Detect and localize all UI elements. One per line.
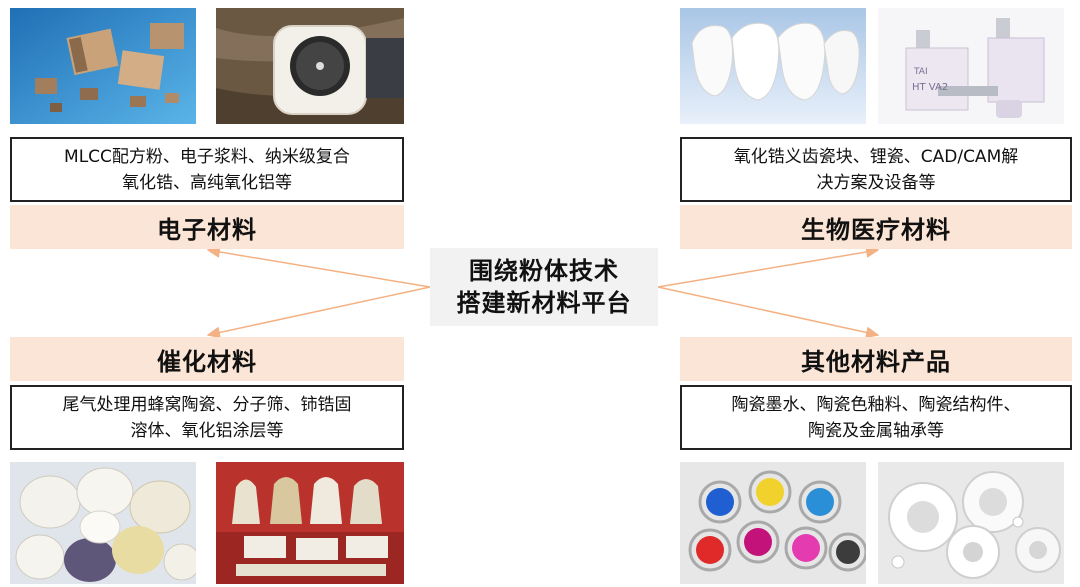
- electronic-desc-line2: 氧化锆、高纯氧化铝等: [121, 172, 292, 193]
- arrow-to-other: [657, 286, 880, 339]
- honeycomb-ceramics-photo: [10, 462, 196, 584]
- zirconia-blocks-photo: TAI HT VA2: [878, 8, 1064, 124]
- dental-crowns-photo: [680, 8, 866, 124]
- catalytic-desc-line1: 尾气处理用蜂窝陶瓷、分子筛、铈锆固: [62, 394, 352, 415]
- biomedical-desc-line2: 决方案及设备等: [816, 172, 936, 193]
- biomedical-description: 氧化锆义齿瓷块、锂瓷、CAD/CAM解 决方案及设备等: [680, 137, 1072, 202]
- block-brand-text: TAI: [913, 67, 928, 77]
- arrow-to-catalytic: [206, 286, 431, 339]
- center-line1: 围绕粉体技术: [469, 257, 619, 285]
- electronic-category-label: 电子材料: [10, 205, 404, 249]
- mlcc-chips-photo: [10, 8, 196, 124]
- center-node: 围绕粉体技术 搭建新材料平台: [430, 248, 658, 326]
- electronic-description: MLCC配方粉、电子浆料、纳米级复合 氧化锆、高纯氧化铝等: [10, 137, 404, 202]
- biomedical-desc-line1: 氧化锆义齿瓷块、锂瓷、CAD/CAM解: [733, 146, 1019, 167]
- block-shade-text: HT VA2: [912, 82, 948, 93]
- ceramic-bearings-photo: [878, 462, 1064, 584]
- biomedical-category-label: 生物医疗材料: [680, 205, 1072, 249]
- ceramic-ink-photo: [680, 462, 866, 584]
- center-line2: 搭建新材料平台: [456, 289, 632, 317]
- other-category-label: 其他材料产品: [680, 337, 1072, 381]
- electronic-desc-line1: MLCC配方粉、电子浆料、纳米级复合: [64, 146, 350, 167]
- ceramic-watch-photo: [216, 8, 404, 124]
- other-description: 陶瓷墨水、陶瓷色釉料、陶瓷结构件、 陶瓷及金属轴承等: [680, 385, 1072, 450]
- other-desc-line2: 陶瓷及金属轴承等: [808, 420, 944, 441]
- arrow-to-biomedical: [657, 246, 880, 288]
- catalytic-desc-line2: 溶体、氧化铝涂层等: [130, 420, 284, 441]
- catalytic-category-label: 催化材料: [10, 337, 404, 381]
- other-desc-line1: 陶瓷墨水、陶瓷色釉料、陶瓷结构件、: [731, 394, 1021, 415]
- molecular-sieve-samples-photo: [216, 462, 404, 584]
- catalytic-description: 尾气处理用蜂窝陶瓷、分子筛、铈锆固 溶体、氧化铝涂层等: [10, 385, 404, 450]
- arrow-to-electronic: [206, 246, 431, 288]
